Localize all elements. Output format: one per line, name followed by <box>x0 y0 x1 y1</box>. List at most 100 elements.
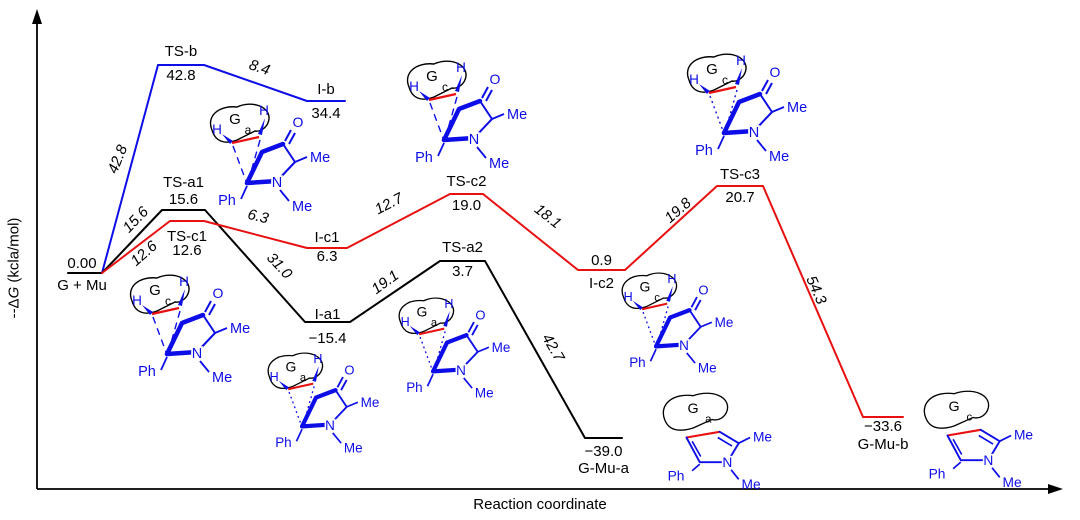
level-label-TS-c3: TS-c3 <box>720 166 760 183</box>
methyl-label: Me <box>715 315 734 330</box>
level-label-I-c1: I-c1 <box>314 229 339 246</box>
phenyl-bond <box>240 185 248 200</box>
carbonyl-double-bond <box>471 324 479 336</box>
methyl-bond <box>738 436 751 444</box>
phenyl-label: Ph <box>668 468 685 483</box>
wedge-bond <box>699 84 710 94</box>
binding-pocket-outline <box>406 60 467 100</box>
hydrogen-label: H <box>667 272 676 286</box>
carbonyl-double-bond <box>288 132 296 145</box>
hydrogen-label: H <box>212 122 222 137</box>
phenyl-bond <box>952 461 962 470</box>
level-label-TS-b: TS-b <box>165 43 198 60</box>
pathway-a-line <box>67 209 623 439</box>
partial-bond <box>152 316 167 353</box>
phenyl-bond <box>717 135 725 150</box>
ring-bond-wedge <box>441 135 477 143</box>
methyl-bond <box>999 434 1012 442</box>
site-letter: c <box>966 411 972 423</box>
hydrogen-label: H <box>456 60 466 75</box>
y-axis-arrowhead <box>32 9 42 24</box>
oxygen-label: O <box>475 307 485 322</box>
highlight-bond <box>947 428 981 437</box>
oxygen-label: O <box>490 71 501 87</box>
wedge-bond <box>222 134 233 144</box>
pathway-a-barrier-label: 42.7 <box>538 331 568 365</box>
phenyl-bond <box>649 348 657 362</box>
methyl-label: Me <box>769 149 789 165</box>
methyl-bond <box>771 106 785 113</box>
partial-bond <box>709 95 724 132</box>
pathway-a-barrier-label: 19.1 <box>369 267 403 298</box>
level-value-TS-a1: 15.6 <box>169 191 198 208</box>
ring-bond-wedge <box>430 333 469 374</box>
pathway-c-line <box>101 185 904 418</box>
hydrogen-label: H <box>401 315 410 329</box>
hydrogen-label: H <box>409 79 419 94</box>
carbonyl-double-bond <box>690 296 698 308</box>
partial-bond <box>429 102 444 139</box>
level-value-TS-c2: 19.0 <box>452 197 481 214</box>
wedge-bond <box>455 75 462 92</box>
wedge-bond <box>258 118 265 135</box>
x-axis-label: Reaction coordinate <box>473 496 607 513</box>
carbonyl-double-bond <box>208 303 216 316</box>
methyl-label: Me <box>753 429 772 444</box>
binding-pocket-outline <box>923 390 990 429</box>
pathway-c-barrier-label: 18.1 <box>531 201 564 232</box>
level-label-I-b: I-b <box>317 81 335 98</box>
phenyl-bond <box>437 142 445 157</box>
pathway-a-barrier-label: 15.6 <box>120 203 153 236</box>
binding-pocket-outline <box>621 272 678 310</box>
methyl-label: Me <box>361 395 380 410</box>
level-value-G-Mu-b: −33.6 <box>864 418 902 435</box>
phenyl-label: Ph <box>629 355 645 370</box>
pocket-label: G <box>706 61 718 78</box>
hydrogen-label: H <box>313 352 322 366</box>
nitrogen-label: N <box>456 363 466 378</box>
binding-pocket-outline <box>398 297 455 335</box>
methyl-bond <box>491 113 505 120</box>
site-letter: c <box>654 292 660 304</box>
site-letter: c <box>442 80 448 94</box>
pocket-label: G <box>688 401 699 417</box>
hydrogen-label: H <box>624 290 633 304</box>
ring-bond-wedge <box>653 342 687 349</box>
highlight-bond <box>287 382 314 391</box>
level-value-TS-c3: 20.7 <box>725 189 754 206</box>
pathway-a-barrier-label: 31.0 <box>263 249 296 282</box>
pathway-b-line <box>101 64 346 274</box>
hydrogen-label: H <box>132 293 142 308</box>
partial-bond <box>642 311 656 345</box>
partial-bond <box>168 310 181 351</box>
nitrogen-label: N <box>469 132 479 148</box>
pathway-b-barrier-label: 8.4 <box>247 56 272 79</box>
phenyl-bond <box>160 356 168 371</box>
binding-pocket-outline <box>129 274 190 314</box>
nitrogen-label: N <box>983 453 993 468</box>
pocket-label: G <box>285 359 296 375</box>
nitrogen-label: N <box>749 125 759 141</box>
pocket-label: G <box>639 279 650 295</box>
wedge-bond <box>443 310 450 327</box>
highlight-bond <box>428 92 457 102</box>
hydrogen-label: H <box>736 53 746 68</box>
double-bond-inner <box>952 438 963 455</box>
level-label-TS-c2: TS-c2 <box>446 173 486 190</box>
pathway-c-barrier-label: 54.3 <box>802 273 830 307</box>
wedge-bond <box>142 305 153 315</box>
hydrogen-label: H <box>689 72 699 87</box>
partial-bond <box>445 96 458 137</box>
ring-bond-wedge <box>164 312 206 357</box>
methyl-label: Me <box>475 385 494 400</box>
pocket-label: G <box>149 282 161 299</box>
level-value-G-Mu-a: −39.0 <box>585 443 623 460</box>
phenyl-bond <box>426 373 434 387</box>
level-value-TS-b: 42.8 <box>166 67 195 84</box>
level-value-I-c1: 6.3 <box>317 248 338 265</box>
